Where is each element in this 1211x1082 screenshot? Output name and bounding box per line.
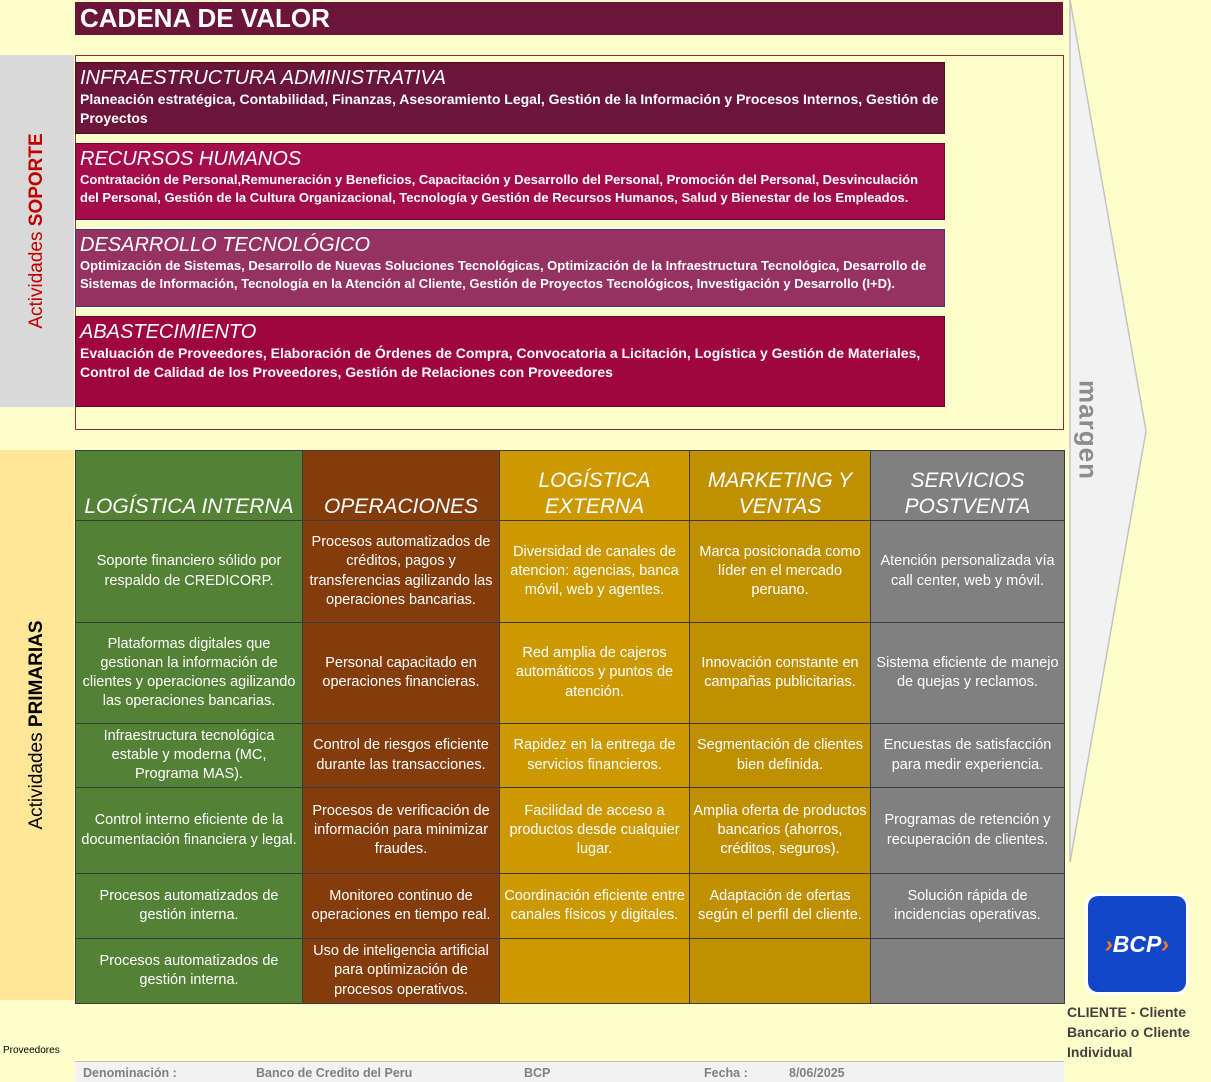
table-row: Soporte financiero sólido por respaldo d… [75,520,1065,623]
table-cell: Procesos de verificación de información … [302,787,500,874]
table-header-row: LOGÍSTICA INTERNA OPERACIONES LOGÍSTICA … [75,450,1065,521]
table-cell: Soporte financiero sólido por respaldo d… [75,520,303,623]
support-activity-text: Contratación de Personal,Remuneración y … [80,172,919,205]
support-activity-text: Planeación estratégica, Contabilidad, Fi… [80,91,939,126]
support-activity-text: Optimización de Sistemas, Desarrollo de … [80,258,927,291]
table-cell: Rapidez en la entrega de servicios finan… [499,723,690,788]
table-row: Control interno eficiente de la document… [75,787,1065,874]
support-activity-infraestructura: INFRAESTRUCTURA ADMINISTRATIVA Planeació… [75,62,945,134]
table-cell: Marca posicionada como líder en el merca… [689,520,871,623]
header-marketing-ventas: MARKETING Y VENTAS [689,450,871,521]
table-cell: Coordinación eficiente entre canales fís… [499,873,690,939]
table-cell: Segmentación de clientes bien definida. [689,723,871,788]
table-cell: Control de riesgos eficiente durante las… [302,723,500,788]
support-activity-title: ABASTECIMIENTO [80,321,257,343]
header-logistica-interna: LOGÍSTICA INTERNA [75,450,303,521]
logo-text: BCP [1112,930,1162,957]
table-cell: Adaptación de ofertas según el perfil de… [689,873,871,939]
support-activity-desarrollo-tecnologico: DESARROLLO TECNOLÓGICO Optimización de S… [75,229,945,307]
margin-arrow-shape [1069,0,1147,862]
table-cell: Infraestructura tecnológica estable y mo… [75,723,303,788]
table-cell [689,938,871,1004]
header-servicios-postventa: SERVICIOS POSTVENTA [870,450,1065,521]
support-side-label: Actividades SOPORTE [0,55,74,407]
header-logistica-externa: LOGÍSTICA EXTERNA [499,450,690,521]
table-cell: Control interno eficiente de la document… [75,787,303,874]
footer-fecha-label: Fecha : [704,1066,748,1080]
table-cell: Red amplia de cajeros automáticos y punt… [499,622,690,724]
logo-arrow-right: › [1161,930,1169,957]
table-cell: Encuestas de satisfacción para medir exp… [870,723,1065,788]
bcp-logo-mark: ›BCP› [1088,896,1186,992]
page-title: CADENA DE VALOR [75,2,1063,35]
table-row: Procesos automatizados de gestión intern… [75,873,1065,939]
table-cell: Sistema eficiente de manejo de quejas y … [870,622,1065,724]
providers-label: Proveedores [3,1045,60,1056]
table-cell: Solución rápida de incidencias operativa… [870,873,1065,939]
table-cell: Procesos automatizados de gestión intern… [75,938,303,1004]
footer-bar: Denominación : Banco de Credito del Peru… [75,1061,1064,1082]
margin-label-text: margen [1073,380,1104,480]
primary-label-bold: PRIMARIAS [26,620,47,728]
support-activity-title: INFRAESTRUCTURA ADMINISTRATIVA [80,67,446,89]
bcp-logo: ›BCP› [1085,893,1189,995]
table-cell: Procesos automatizados de gestión intern… [75,873,303,939]
table-row: Infraestructura tecnológica estable y mo… [75,723,1065,788]
table-cell: Personal capacitado en operaciones finan… [302,622,500,724]
support-divider [75,429,1064,430]
table-cell [499,938,690,1004]
table-cell: Facilidad de acceso a productos desde cu… [499,787,690,874]
footer-denominacion-label: Denominación : [83,1066,177,1080]
table-cell [870,938,1065,1004]
margin-label: margen [1068,380,1108,480]
support-label-normal: Actividades [26,226,47,329]
table-cell: Atención personalizada vía call center, … [870,520,1065,623]
support-label-bold: SOPORTE [26,133,47,227]
support-activity-title: DESARROLLO TECNOLÓGICO [80,234,371,256]
footer-denominacion-value: Banco de Credito del Peru [256,1066,413,1080]
table-row: Procesos automatizados de gestión intern… [75,938,1065,1004]
primary-activities-table: LOGÍSTICA INTERNA OPERACIONES LOGÍSTICA … [75,450,1065,1004]
primary-label-normal: Actividades [26,727,47,830]
table-cell: Innovación constante en campañas publici… [689,622,871,724]
table-cell: Amplia oferta de productos bancarios (ah… [689,787,871,874]
footer-fecha-value: 8/06/2025 [789,1066,845,1080]
support-activity-text: Evaluación de Proveedores, Elaboración d… [80,345,921,380]
table-row: Plataformas digitales que gestionan la i… [75,622,1065,724]
table-cell: Plataformas digitales que gestionan la i… [75,622,303,724]
table-cell: Diversidad de canales de atencion: agenc… [499,520,690,623]
support-activity-title: RECURSOS HUMANOS [80,148,302,170]
header-operaciones: OPERACIONES [302,450,500,521]
footer-sigla: BCP [524,1066,551,1080]
client-caption: CLIENTE - Cliente Bancario o Cliente Ind… [1067,1004,1190,1060]
table-cell: Uso de inteligencia artificial para opti… [302,938,500,1004]
table-cell: Procesos automatizados de créditos, pago… [302,520,500,623]
support-activity-abastecimiento: ABASTECIMIENTO Evaluación de Proveedores… [75,316,945,407]
table-cell: Monitoreo continuo de operaciones en tie… [302,873,500,939]
support-activity-rrhh: RECURSOS HUMANOS Contratación de Persona… [75,143,945,220]
logo-arrow-left: › [1105,930,1113,957]
table-cell: Programas de retención y recuperación de… [870,787,1065,874]
primary-side-label: Actividades PRIMARIAS [0,450,74,1000]
